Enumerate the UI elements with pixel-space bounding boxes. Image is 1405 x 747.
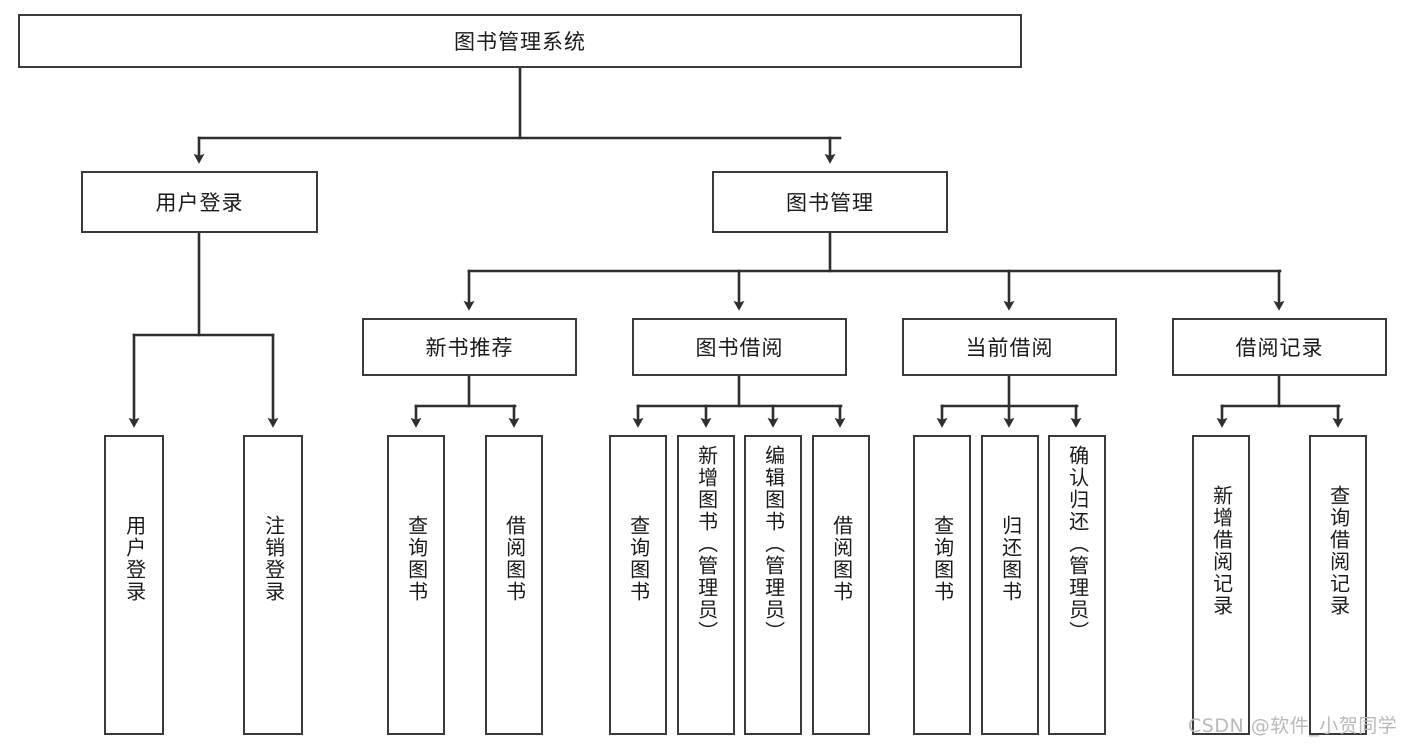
node-leaf-edit-book[interactable]: 编辑图书（管理员）	[744, 435, 802, 735]
node-leaf-query-book-2[interactable]: 查询图书	[609, 435, 667, 735]
node-label: 借阅图书	[502, 515, 527, 603]
node-label: 查询借阅记录	[1326, 485, 1351, 617]
node-leaf-borrow-book-2[interactable]: 借阅图书	[812, 435, 870, 735]
node-borrow-record[interactable]: 借阅记录	[1172, 318, 1387, 376]
node-leaf-query-book-3[interactable]: 查询图书	[913, 435, 971, 735]
node-leaf-logout-login[interactable]: 注销登录	[243, 435, 303, 735]
node-leaf-add-record[interactable]: 新增借阅记录	[1192, 435, 1250, 735]
node-label: 查询图书	[404, 515, 429, 603]
node-current-borrow[interactable]: 当前借阅	[902, 318, 1117, 376]
node-leaf-borrow-book-1[interactable]: 借阅图书	[485, 435, 543, 735]
node-label: 借阅图书	[829, 515, 854, 603]
node-user-login[interactable]: 用户登录	[81, 171, 318, 233]
node-label: 编辑图书（管理员）	[761, 445, 786, 643]
node-book-borrow[interactable]: 图书借阅	[632, 318, 847, 376]
csdn-watermark: CSDN @软件_小贺同学	[1188, 715, 1398, 737]
node-leaf-add-book[interactable]: 新增图书（管理员）	[677, 435, 735, 735]
node-label: 新增借阅记录	[1209, 485, 1234, 617]
node-book-manage[interactable]: 图书管理	[712, 171, 948, 233]
node-label: 新增图书（管理员）	[694, 445, 719, 643]
node-label: 查询图书	[626, 515, 651, 603]
node-leaf-query-record[interactable]: 查询借阅记录	[1309, 435, 1367, 735]
node-leaf-query-book-1[interactable]: 查询图书	[387, 435, 445, 735]
node-leaf-user-login[interactable]: 用户登录	[104, 435, 164, 735]
node-label: 查询图书	[930, 515, 955, 603]
node-label: 用户登录	[122, 515, 147, 603]
node-label: 归还图书	[998, 515, 1023, 603]
node-root[interactable]: 图书管理系统	[18, 14, 1022, 68]
node-label: 确认归还（管理员）	[1065, 445, 1090, 643]
node-label: 注销登录	[261, 515, 286, 603]
node-leaf-return-book[interactable]: 归还图书	[981, 435, 1039, 735]
node-new-book-recommend[interactable]: 新书推荐	[362, 318, 577, 376]
node-leaf-confirm-return[interactable]: 确认归还（管理员）	[1048, 435, 1106, 735]
